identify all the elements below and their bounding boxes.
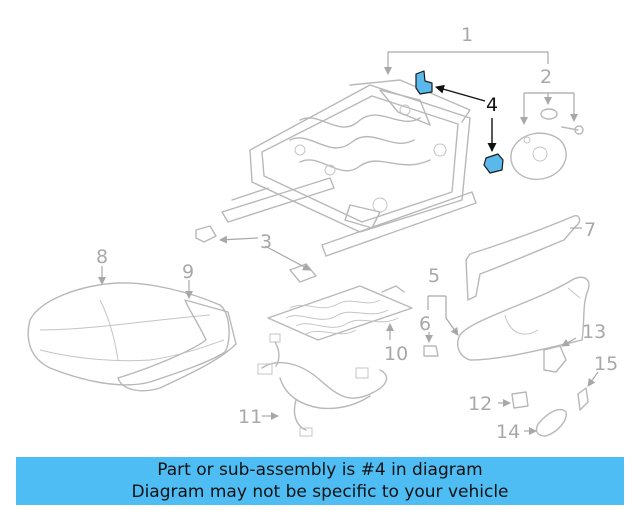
callout-3: 3	[260, 231, 272, 253]
callout-12: 12	[468, 393, 492, 415]
clip-12	[511, 391, 529, 409]
seat-switch-13	[543, 345, 567, 373]
knob-14	[535, 408, 567, 437]
wiring-harness	[257, 333, 388, 437]
info-banner: Part or sub-assembly is #4 in diagram Di…	[16, 457, 624, 505]
callout-9: 9	[182, 261, 194, 283]
banner-line-1: Part or sub-assembly is #4 in diagram	[157, 460, 483, 480]
side-shield	[457, 276, 590, 361]
seat-frame-assembly	[221, 79, 477, 257]
cushion-cover	[117, 299, 237, 392]
knob-15	[577, 387, 589, 411]
callout-4: 4	[486, 94, 498, 116]
suspension-mat	[267, 285, 413, 341]
callout-6: 6	[419, 313, 431, 335]
banner-line-2: Diagram may not be specific to your vehi…	[131, 482, 509, 502]
seat-cushion-pad	[27, 282, 230, 386]
callout-2: 2	[540, 66, 552, 88]
recliner-cover-and-bolt	[510, 108, 584, 180]
callout-8: 8	[96, 246, 108, 268]
wire-frame	[465, 214, 581, 301]
callout-5: 5	[428, 265, 440, 287]
callout-15: 15	[594, 353, 618, 375]
callout-11: 11	[238, 406, 262, 428]
callout-14: 14	[496, 421, 520, 443]
callout-7: 7	[584, 219, 596, 241]
callout-1: 1	[461, 24, 473, 46]
clip-parts	[195, 225, 317, 283]
callout-13: 13	[582, 321, 606, 343]
highlighted-bracket-part-4	[415, 70, 504, 174]
callout-10: 10	[384, 343, 408, 365]
small-clip-6	[423, 345, 439, 357]
